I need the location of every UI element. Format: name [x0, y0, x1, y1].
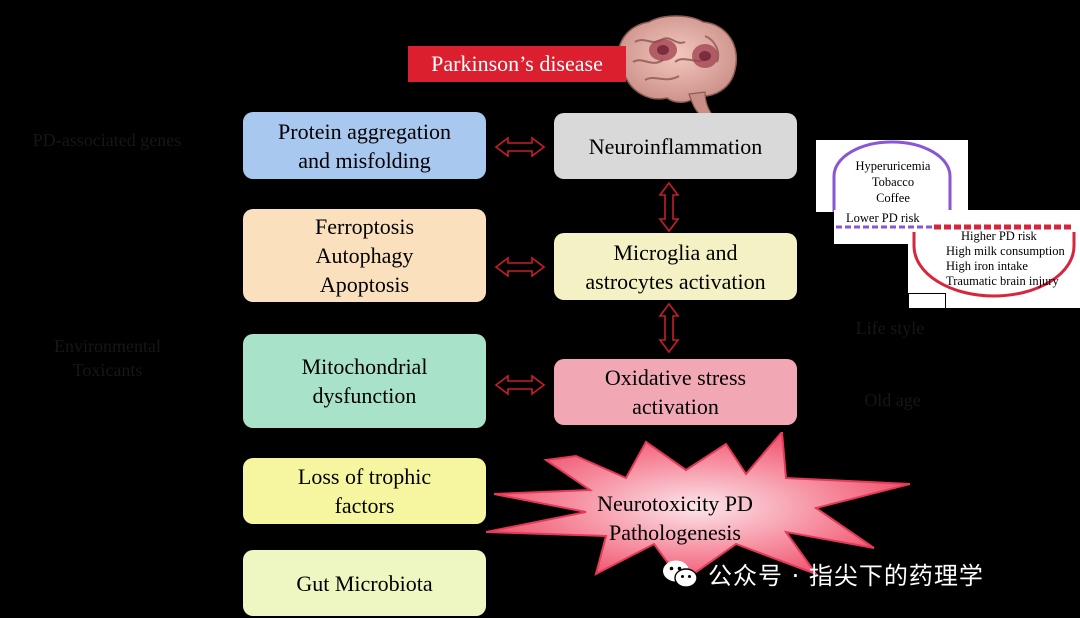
lower-risk-item: Hyperuricemia [855, 159, 931, 173]
side-label-toxicants: Environmental Toxicants [54, 336, 161, 380]
watermark: 公众号 · 指尖下的药理学 [662, 556, 984, 591]
box-microglia: Microglia and astrocytes activation [554, 233, 797, 300]
title-banner: Parkinson’s disease [408, 46, 626, 82]
side-label-genes: PD-associated genes [32, 130, 182, 150]
lower-risk-label: Lower PD risk [846, 211, 920, 225]
double-arrow-3 [494, 374, 546, 396]
higher-risk-arc [912, 232, 1076, 298]
small-black-box [908, 293, 946, 308]
box-gut-microbiota: Gut Microbiota [243, 550, 486, 616]
wechat-icon [663, 560, 698, 588]
box-trophic-factors: Loss of trophic factors [243, 458, 486, 524]
higher-risk-item: High iron intake [946, 259, 1028, 273]
side-label-lifestyle: Life style [855, 318, 925, 338]
double-arrow-4 [658, 181, 680, 233]
box-protein-aggregation: Protein aggregation and misfolding [243, 112, 486, 179]
double-arrow-2 [494, 256, 546, 278]
neurotoxicity-starburst [486, 432, 911, 582]
box-mitochondrial: Mitochondrial dysfunction [243, 334, 486, 428]
side-label-age: Old age [864, 390, 921, 410]
double-arrow-1 [494, 136, 546, 158]
box-oxidative-stress: Oxidative stress activation [554, 359, 797, 425]
risk-divider [836, 224, 1072, 230]
box-neuroinflammation: Neuroinflammation [554, 113, 797, 179]
double-arrow-5 [658, 302, 680, 354]
higher-risk-item: High milk consumption [946, 244, 1065, 258]
box-ferroptosis: Ferroptosis Autophagy Apoptosis [243, 209, 486, 302]
higher-risk-label: Higher PD risk [961, 229, 1037, 243]
brain-icon [617, 15, 738, 119]
lower-risk-arc [832, 140, 952, 212]
risk-legend: Hyperuricemia Tobacco Coffee Lower PD ri… [816, 140, 1080, 308]
lower-risk-item: Coffee [876, 191, 910, 205]
higher-risk-item: Traumatic brain injury [946, 274, 1059, 288]
lower-risk-panel [816, 140, 968, 212]
watermark-text: 公众号 · 指尖下的药理学 [708, 562, 984, 590]
lower-risk-item: Tobacco [871, 175, 915, 189]
neurotoxicity-label: Neurotoxicity PD Pathologenesis [597, 491, 753, 545]
